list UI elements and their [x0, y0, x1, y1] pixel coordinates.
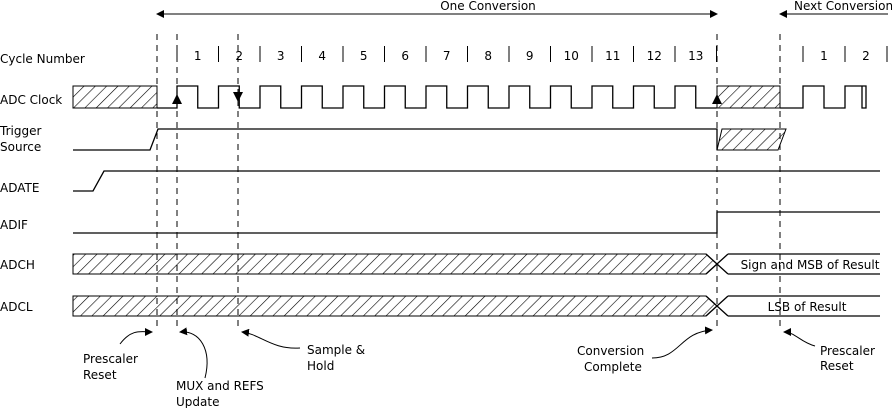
adc-clock-signal: [72, 85, 867, 109]
conversion-complete-pointer: [651, 326, 713, 359]
prescaler-reset-1-text-b: Reset: [83, 368, 117, 382]
trigger-source-waveform: [73, 128, 718, 151]
next-conversion-label: Next Conversion: [794, 0, 892, 13]
clock-edge-up-marker-2: [712, 94, 722, 104]
prescaler-reset-2-text-b: Reset: [820, 359, 854, 373]
cycle-number-label: Cycle Number: [0, 52, 85, 66]
prescaler-reset-2-pointer: [783, 328, 816, 347]
next-conversion-span: Next Conversion: [779, 0, 892, 18]
cycle-number-cycles_first-3: 4: [318, 49, 326, 63]
one-conversion-label: One Conversion: [440, 0, 536, 13]
adif-waveform: [73, 211, 880, 234]
cycle-number-cycles_next-0: 1: [820, 49, 828, 63]
adcl-valid-bus: [705, 295, 880, 317]
timing-markers: [156, 34, 781, 330]
trigger-source-label-line1: Trigger: [0, 124, 41, 138]
clock-edge-up-marker-1: [172, 94, 182, 104]
mux-refs-text-b: Update: [176, 395, 219, 408]
trigger-source-label-line2: Source: [0, 140, 41, 154]
adate-waveform: [73, 170, 880, 192]
adate-signal: [73, 170, 880, 192]
adch-signal: Sign and MSB of Result: [72, 253, 880, 275]
cycle-number-cycles_first-2: 3: [277, 49, 285, 63]
clock-edge-down-marker: [233, 92, 243, 102]
sample-hold-text-a: Sample &: [307, 343, 365, 357]
cycle-number-cycles_first-12: 13: [688, 49, 703, 63]
cycle-number-cycles_next-1: 2: [862, 49, 870, 63]
sample-hold-pointer: [241, 328, 301, 349]
cycle-number-cycles_first-4: 5: [360, 49, 368, 63]
cycle-number-cycles_first-11: 12: [647, 49, 662, 63]
adc-clock-hatched-pre: [72, 85, 158, 109]
one-conversion-span: One Conversion: [156, 0, 718, 18]
adcl-result-label: LSB of Result: [768, 300, 847, 314]
prescaler-reset-1-text-a: Prescaler: [83, 352, 138, 366]
annotation-pointers: [119, 326, 816, 379]
conversion-complete-text-b: Complete: [584, 360, 642, 374]
adc-clock-waveform-next: [780, 85, 867, 109]
cycle-number-cycles_first-0: 1: [194, 49, 202, 63]
sample-hold-text-b: Hold: [307, 359, 334, 373]
adcl-hatched-bus: [72, 295, 718, 317]
cycle-number-cycles_first-9: 10: [564, 49, 579, 63]
cycle-number-cycles_first-8: 9: [526, 49, 534, 63]
prescaler-reset-2-text-a: Prescaler: [820, 344, 875, 358]
cycle-number-cycles_first-7: 8: [484, 49, 492, 63]
adc-clock-waveform: [157, 85, 717, 109]
cycle-number-cycles_first-1: 2: [235, 49, 243, 63]
conversion-complete-text-a: Conversion: [577, 344, 644, 358]
adcl-signal: LSB of Result: [72, 295, 880, 317]
mux-refs-text-a: MUX and REFS: [176, 379, 264, 393]
cycle-number-cycles_first-6: 7: [443, 49, 451, 63]
cycle-number-cycles_first-5: 6: [401, 49, 409, 63]
adch-hatched-bus: [72, 253, 718, 275]
adc-clock-hatched-post: [716, 85, 781, 109]
prescaler-reset-1-pointer: [119, 327, 153, 345]
adch-result-label: Sign and MSB of Result: [741, 258, 880, 272]
adif-signal: [73, 211, 880, 234]
adif-label: ADIF: [0, 218, 28, 232]
adc-clock-label: ADC Clock: [0, 93, 62, 107]
adch-label: ADCH: [0, 258, 35, 272]
adcl-label: ADCL: [0, 300, 33, 314]
mux-refs-pointer: [179, 327, 208, 379]
adch-valid-bus: [705, 253, 880, 275]
adate-label: ADATE: [0, 181, 39, 195]
cycle-number-cycles_first-10: 11: [605, 49, 620, 63]
trigger-source-hatched: [716, 128, 787, 151]
trigger-source-signal: [73, 128, 787, 151]
